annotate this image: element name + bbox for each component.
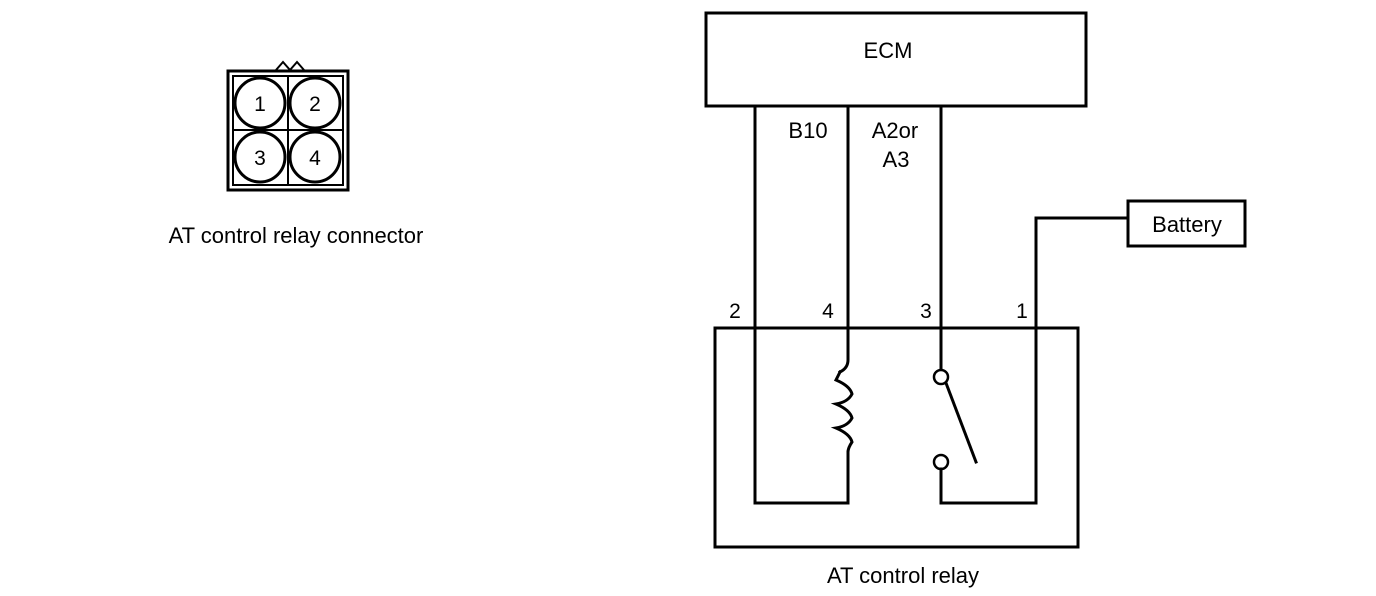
- relay-housing: [713, 326, 1080, 549]
- switch-contact-lower: [932, 453, 950, 471]
- wire-terminal-2: [753, 104, 850, 505]
- connector-caption: AT control relay connector: [169, 223, 424, 248]
- ecm-label: ECM: [864, 38, 913, 63]
- relay-terminal-1-label: 1: [1016, 300, 1028, 323]
- wire-terminal-1-battery: [939, 216, 1130, 505]
- connector-pin-4-label: 4: [309, 147, 321, 170]
- relay-terminal-2-label: 2: [729, 300, 741, 323]
- battery-label: Battery: [1152, 212, 1222, 237]
- battery-box: [1126, 199, 1247, 248]
- connector-pin-4-circle: [288, 130, 342, 184]
- switch-blade: [944, 381, 978, 464]
- connector-pin-1-circle: [233, 76, 287, 130]
- ecm-box: [704, 11, 1088, 108]
- wire-label-b10: B10: [788, 118, 827, 143]
- wire-label-a3: A3: [883, 147, 910, 172]
- relay-caption: AT control relay: [827, 563, 979, 588]
- relay-terminal-4-label: 4: [822, 300, 834, 323]
- switch-contact-upper: [932, 368, 950, 386]
- connector-outer-frame: [226, 69, 350, 192]
- relay-terminal-3-label: 3: [920, 300, 932, 323]
- wire-label-a2or: A2or: [872, 118, 918, 143]
- connector-pin-2-label: 2: [309, 93, 321, 116]
- wire-terminal-4-b10: [837, 104, 850, 375]
- connector-key-tab: [275, 60, 305, 72]
- connector-pin-3-circle: [233, 130, 287, 184]
- connector-pin-2-circle: [288, 76, 342, 130]
- relay-connector-face: 1 2 3 4: [226, 60, 350, 192]
- connector-pin-1-label: 1: [254, 93, 266, 116]
- connector-pin-3-label: 3: [254, 147, 266, 170]
- relay-coil: [830, 369, 854, 454]
